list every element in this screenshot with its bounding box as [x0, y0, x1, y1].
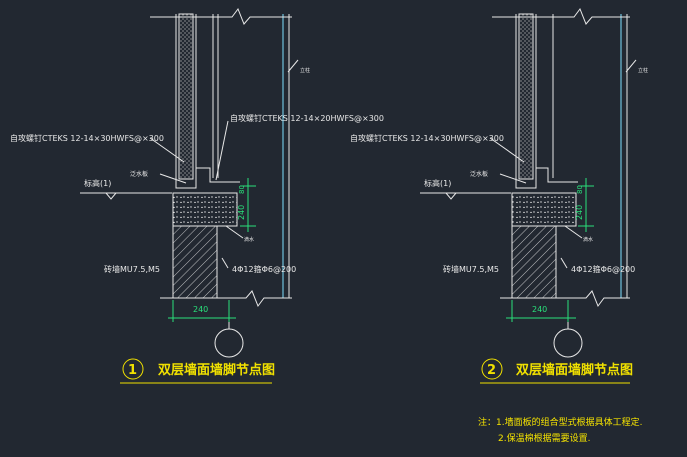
- dim-height-text-b: 80: [576, 185, 584, 194]
- detail-title: 双层墙面墙脚节点图: [516, 362, 633, 378]
- detail-number: 1: [128, 363, 137, 378]
- leader: [287, 59, 299, 73]
- detail-title: 双层墙面墙脚节点图: [158, 362, 275, 378]
- leader: [225, 225, 244, 239]
- column-label: 立柱: [300, 67, 310, 74]
- dim-height-text-a: 240: [575, 205, 584, 220]
- rebar-label: 4Φ12箍Φ6@200: [232, 264, 296, 274]
- drip-label: 滴水: [583, 236, 593, 243]
- detail-number-circle: [481, 358, 503, 380]
- leader: [221, 257, 229, 269]
- leader: [564, 225, 583, 239]
- flashing: [515, 160, 578, 189]
- axis-circle: [214, 328, 244, 358]
- leader: [625, 59, 637, 73]
- wall-label: 砖墙MU7.5,M5: [104, 264, 160, 274]
- detail-number-circle: [122, 358, 144, 380]
- detail-number: 2: [487, 363, 496, 378]
- concrete-beam: [511, 192, 577, 227]
- drip-label: 滴水: [244, 236, 254, 243]
- dim-height-text-b: 80: [238, 185, 246, 194]
- leader: [489, 137, 525, 163]
- leader: [499, 173, 527, 184]
- break-line-top: [150, 7, 292, 25]
- elevation-symbol: [445, 192, 457, 200]
- flashing-label: 泛水板: [470, 170, 488, 178]
- leader: [159, 173, 187, 184]
- leader: [560, 257, 568, 269]
- brick-wall: [511, 225, 557, 299]
- column-label: 立柱: [638, 67, 648, 74]
- note-line-2: 2.保温棉根据需要设置.: [498, 432, 590, 444]
- break-line-bottom: [500, 290, 630, 308]
- concrete-beam: [172, 192, 238, 227]
- elevation-label: 标高(1): [84, 178, 111, 188]
- rebar-label: 4Φ12箍Φ6@200: [571, 264, 635, 274]
- elevation-symbol: [105, 192, 117, 200]
- detail-1: 自攻螺钉CTEKS 12-14×30HWFS@×300 自攻螺钉CTEKS 12…: [10, 7, 384, 384]
- insulation-panel: [518, 13, 534, 180]
- flashing: [175, 160, 240, 189]
- dim-width-text: 240: [193, 305, 208, 314]
- screw-label-2: 自攻螺钉CTEKS 12-14×20HWFS@×300: [230, 113, 384, 123]
- flashing-label: 泛水板: [130, 170, 148, 178]
- elevation-label: 标高(1): [424, 178, 451, 188]
- detail-2: 自攻螺钉CTEKS 12-14×30HWFS@×300 泛水板 标高(1) 立柱…: [350, 7, 648, 384]
- note-line-1: 注：1.墙面板的组合型式根据具体工程定.: [478, 416, 642, 428]
- screw-label-1: 自攻螺钉CTEKS 12-14×30HWFS@×300: [10, 133, 164, 143]
- leader: [215, 120, 229, 181]
- dim-width-text: 240: [532, 305, 547, 314]
- leader: [149, 137, 185, 163]
- break-line-top: [492, 7, 630, 25]
- dim-height-text-a: 240: [237, 205, 246, 220]
- brick-wall: [172, 225, 218, 299]
- axis-circle: [553, 328, 583, 358]
- insulation-panel: [178, 13, 194, 180]
- screw-label-1: 自攻螺钉CTEKS 12-14×30HWFS@×300: [350, 133, 504, 143]
- break-line-bottom: [160, 290, 292, 308]
- wall-label: 砖墙MU7.5,M5: [443, 264, 499, 274]
